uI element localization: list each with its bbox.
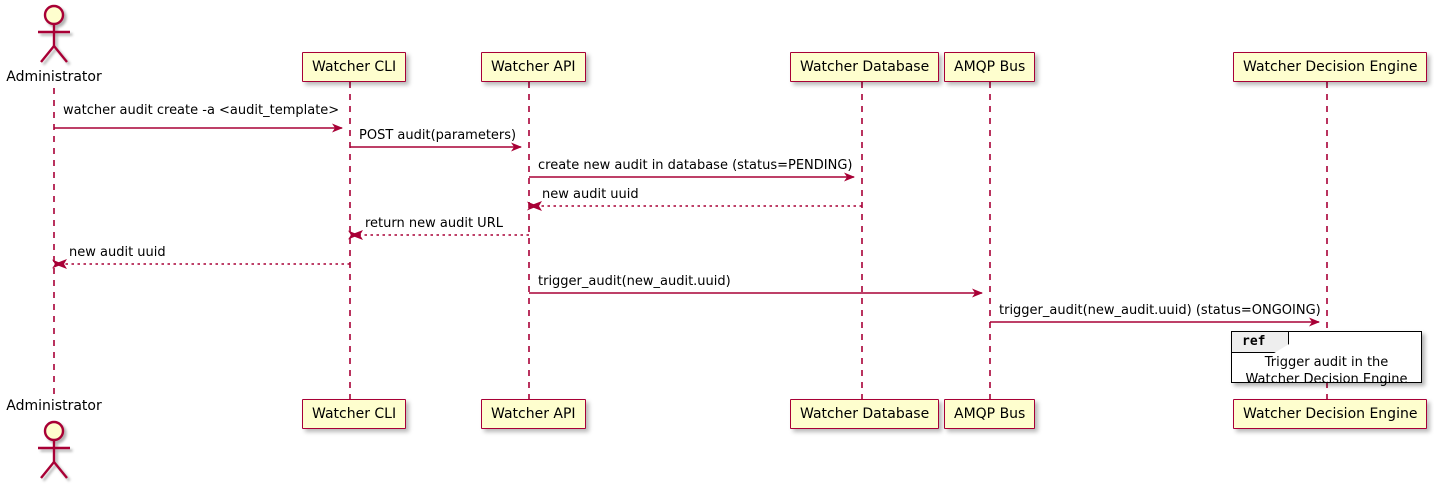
participant-box-decision-engine-top[interactable]: Watcher Decision Engine [1233, 52, 1428, 82]
ref-fragment-body-line-1: Trigger audit in the [1264, 355, 1389, 370]
participant-label: Watcher Database [800, 59, 930, 75]
participant-box-watcher-database-top[interactable]: Watcher Database [790, 52, 940, 82]
arrowhead-msg-6 [54, 259, 67, 269]
message-label-1: watcher audit create -a <audit_template> [63, 103, 340, 118]
participant-box-watcher-cli-bottom[interactable]: Watcher CLI [302, 399, 407, 429]
participant-box-watcher-database-bottom[interactable]: Watcher Database [790, 399, 940, 429]
message-label-7: trigger_audit(new_audit.uuid) [538, 274, 731, 289]
participant-label: Watcher Decision Engine [1243, 406, 1418, 422]
participant-label: Watcher Database [800, 406, 930, 422]
arrowhead-msg-5 [350, 230, 363, 240]
message-label-2: POST audit(parameters) [359, 128, 517, 143]
participant-box-amqp-bus-top[interactable]: AMQP Bus [944, 52, 1036, 82]
message-label-5: return new audit URL [365, 216, 503, 231]
message-arrowheads-left [54, 201, 542, 269]
ref-fragment-tab-label: ref [1242, 334, 1266, 349]
actor-administrator-bottom-figure [38, 420, 70, 479]
message-label-6: new audit uuid [69, 245, 166, 260]
message-arrows [52, 123, 1320, 327]
participant-label: AMQP Bus [954, 406, 1026, 422]
ref-fragment-body: Trigger audit in the Watcher Decision En… [1232, 354, 1421, 388]
participant-box-watcher-api-top[interactable]: Watcher API [481, 52, 586, 82]
participant-box-amqp-bus-bottom[interactable]: AMQP Bus [944, 399, 1036, 429]
ref-fragment-body-line-2: Watcher Decision Engine [1245, 372, 1408, 387]
participant-label: Watcher API [491, 59, 576, 75]
participant-label: AMQP Bus [954, 59, 1026, 75]
message-label-8: trigger_audit(new_audit.uuid) (status=ON… [999, 303, 1321, 318]
ref-fragment: ref Trigger audit in the Watcher Decisio… [1231, 331, 1422, 387]
participant-box-decision-engine-bottom[interactable]: Watcher Decision Engine [1233, 399, 1428, 429]
actor-administrator-top-figure [38, 4, 70, 63]
ref-fragment-tab [1232, 332, 1289, 353]
arrowhead-msg-4 [529, 201, 542, 211]
participant-box-watcher-api-bottom[interactable]: Watcher API [481, 399, 586, 429]
message-label-4: new audit uuid [542, 187, 639, 202]
lifelines [53, 82, 1328, 399]
actor-label-administrator-bottom: Administrator [6, 398, 102, 414]
participant-label: Watcher CLI [312, 59, 397, 75]
participant-label: Watcher Decision Engine [1243, 59, 1418, 75]
participant-box-watcher-cli-top[interactable]: Watcher CLI [302, 52, 407, 82]
actor-label-administrator-top: Administrator [6, 69, 102, 85]
participant-label: Watcher CLI [312, 406, 397, 422]
message-label-3: create new audit in database (status=PEN… [538, 158, 853, 173]
participant-label: Watcher API [491, 406, 576, 422]
